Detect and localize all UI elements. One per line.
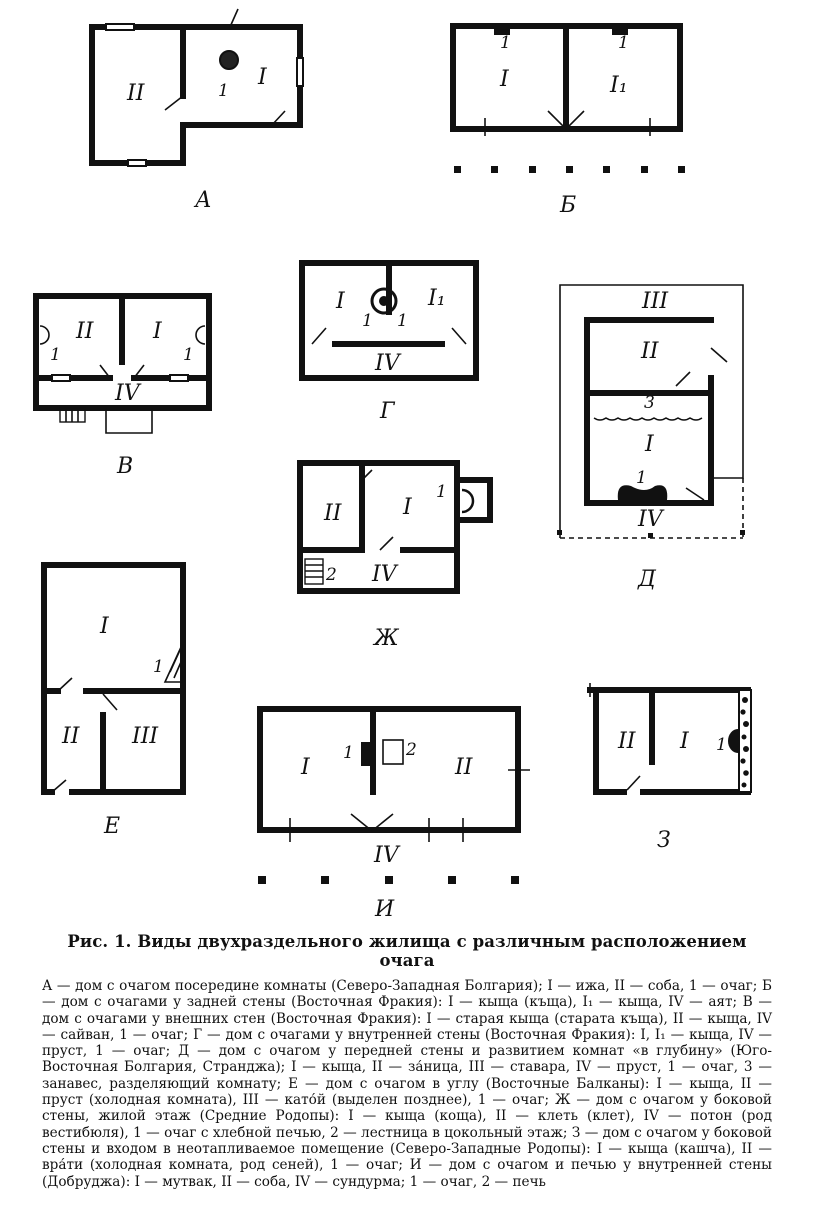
plan-v: II I IV 1 1 В — [33, 293, 212, 479]
room-label: IV — [637, 507, 665, 532]
figure-title: Рис. 1. Виды двухраздельного жилища с ра… — [67, 932, 747, 970]
oven-icon — [382, 739, 404, 765]
hearth-number: 1 — [500, 33, 511, 53]
room-label: I — [499, 67, 510, 92]
stair-number: 2 — [325, 565, 337, 585]
oven-number: 2 — [405, 740, 417, 760]
hearth-icon — [728, 729, 738, 753]
plan-e: I II III 1 Е — [41, 562, 186, 839]
hearth-icon — [219, 50, 239, 70]
room-label: I₁ — [427, 286, 446, 311]
room-label: II — [454, 755, 474, 780]
plan-caption: Ж — [372, 626, 400, 651]
plan-caption: З — [657, 828, 671, 853]
hearth-number: 1 — [397, 311, 408, 331]
figure-caption: Рис. 1. Виды двухраздельного жилища с ра… — [42, 932, 772, 1190]
hearth-number: 1 — [618, 33, 629, 53]
hearth-number: 1 — [343, 743, 354, 763]
hearth-number: 1 — [50, 345, 61, 365]
room-label: I — [300, 755, 311, 780]
plan-caption: В — [116, 454, 133, 479]
room-label: I — [152, 319, 163, 344]
room-label: IV — [371, 562, 399, 587]
figure-legend-text: А — дом с очагом посередине комнаты (Сев… — [42, 978, 772, 1190]
hearth-number: 1 — [436, 482, 447, 502]
hearth-icon — [494, 27, 510, 35]
room-label: IV — [374, 351, 402, 376]
plan-d: III II I IV 3 1 Д — [557, 284, 745, 592]
hearth-icon — [361, 742, 373, 766]
room-label: I₁ — [609, 73, 628, 98]
plan-caption: Е — [103, 814, 120, 839]
room-label: I — [402, 495, 413, 520]
room-label: II — [323, 501, 343, 526]
room-label: III — [131, 724, 159, 749]
room-label: IV — [114, 381, 142, 406]
plan-caption: А — [193, 188, 212, 213]
room-label: II — [61, 724, 81, 749]
hearth-number: 1 — [218, 81, 229, 101]
plan-caption: И — [374, 897, 395, 922]
hearth-number: 1 — [183, 345, 194, 365]
plan-caption: Б — [559, 193, 576, 218]
plan-caption: Д — [637, 567, 657, 592]
room-label: III — [641, 289, 669, 314]
plan-z: II I 1 З — [587, 683, 752, 853]
plan-i: I II IV 1 2 И — [257, 706, 530, 922]
hearth-number: 1 — [636, 468, 647, 488]
room-label: II — [617, 729, 637, 754]
room-label: II — [640, 339, 660, 364]
hearth-icon — [612, 27, 628, 35]
hearth-icon — [461, 488, 475, 514]
hearth-number: 1 — [153, 657, 164, 677]
room-label: I — [679, 729, 690, 754]
curtain-number: 3 — [644, 393, 655, 413]
room-label: I — [257, 65, 268, 90]
hearth-icon — [617, 485, 668, 500]
room-label: I — [335, 289, 346, 314]
hearth-icon — [370, 287, 398, 315]
plan-a: II I 1 А — [89, 8, 304, 213]
room-label: IV — [373, 843, 401, 868]
plan-g: I I₁ IV 1 1 Г — [299, 260, 479, 424]
room-label: I — [644, 432, 655, 457]
room-label: II — [75, 319, 95, 344]
room-label: I — [99, 614, 110, 639]
hearth-number: 1 — [716, 735, 727, 755]
plan-zh: II I IV 1 2 Ж — [297, 460, 493, 651]
room-label: II — [126, 81, 146, 106]
hearth-number: 1 — [362, 311, 373, 331]
plan-caption: Г — [379, 399, 396, 424]
plan-b: I I₁ 1 1 Б — [450, 23, 685, 218]
floor-plans-diagram: II I 1 А I I₁ 1 1 Б — [33, 8, 752, 922]
